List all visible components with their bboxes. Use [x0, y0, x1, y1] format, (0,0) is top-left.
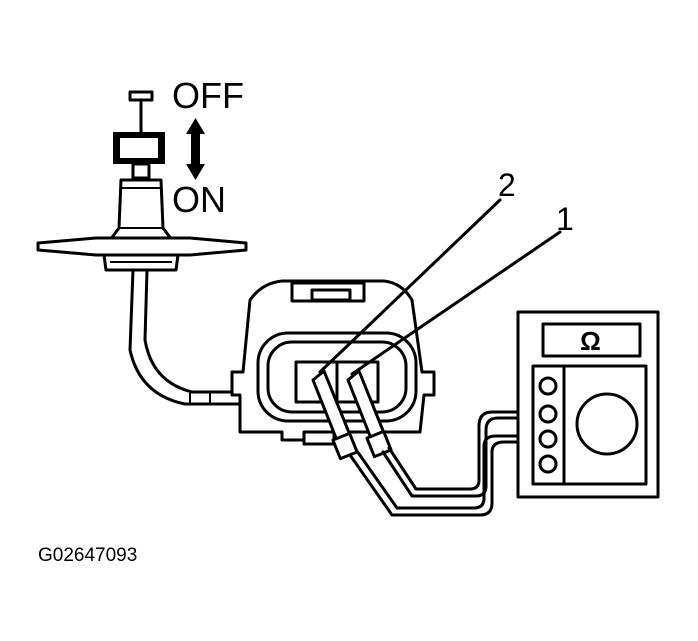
selector-dial [575, 392, 639, 456]
on-label: ON [172, 179, 226, 220]
switch-stem [131, 162, 151, 180]
switch-harness [128, 268, 242, 406]
terminal-1-label: 1 [556, 201, 574, 237]
leader-line-1 [350, 230, 562, 376]
jack-3 [538, 429, 558, 449]
leader-line-2 [318, 198, 502, 374]
terminal-2-label: 2 [498, 167, 516, 203]
jack-4 [538, 454, 558, 474]
ohm-symbol: Ω [580, 326, 601, 356]
switch-assembly [36, 90, 248, 406]
jack-1 [538, 376, 558, 396]
jack-2 [538, 404, 558, 424]
off-label: OFF [172, 75, 244, 116]
double-arrow-icon [186, 118, 205, 180]
test-lead-2 [348, 440, 540, 517]
figure-code: G02647093 [38, 545, 137, 566]
ohmmeter: Ω [516, 310, 660, 499]
test-lead-1 [381, 416, 540, 498]
mounting-flange [36, 236, 248, 257]
connector [230, 279, 436, 446]
ohmmeter-display [541, 322, 642, 358]
